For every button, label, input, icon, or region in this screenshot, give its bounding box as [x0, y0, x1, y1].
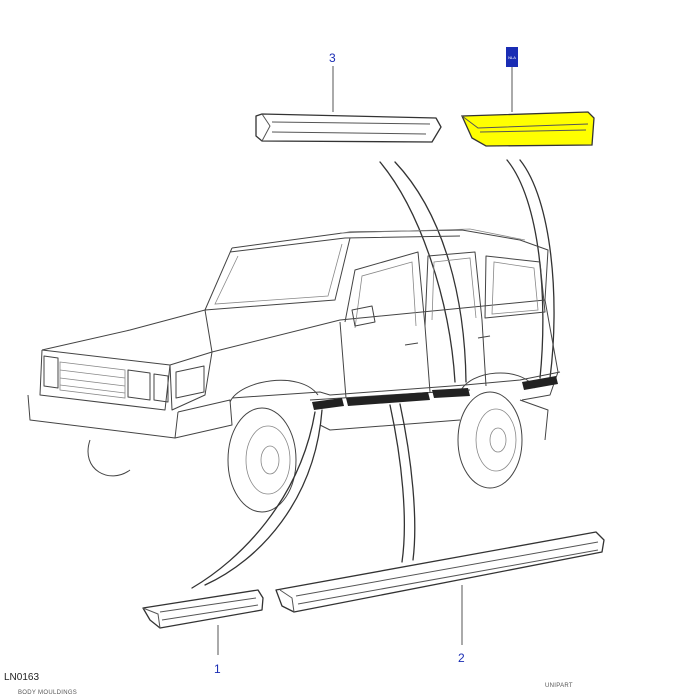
leader-curves-top — [379, 159, 555, 383]
brand-caption: UNIPART — [545, 683, 573, 689]
part-3-moulding[interactable] — [255, 113, 442, 143]
callout-2[interactable]: 2 — [458, 651, 465, 665]
part-2-moulding[interactable] — [275, 531, 605, 613]
callout-tag-text: NLA — [508, 55, 516, 60]
part-4-moulding-highlighted[interactable] — [461, 111, 595, 147]
callout-3[interactable]: 3 — [329, 51, 336, 65]
callout-tag-icon[interactable]: NLA — [506, 47, 518, 67]
diagram-code: LN0163 — [4, 672, 40, 683]
part-1-moulding[interactable] — [142, 589, 264, 629]
fitted-mouldings — [312, 376, 558, 410]
vehicle-outline — [27, 228, 561, 513]
leader-curves-bottom — [191, 403, 416, 589]
callout-1[interactable]: 1 — [214, 662, 221, 676]
diagram-caption: BODY MOULDINGS — [18, 690, 78, 696]
